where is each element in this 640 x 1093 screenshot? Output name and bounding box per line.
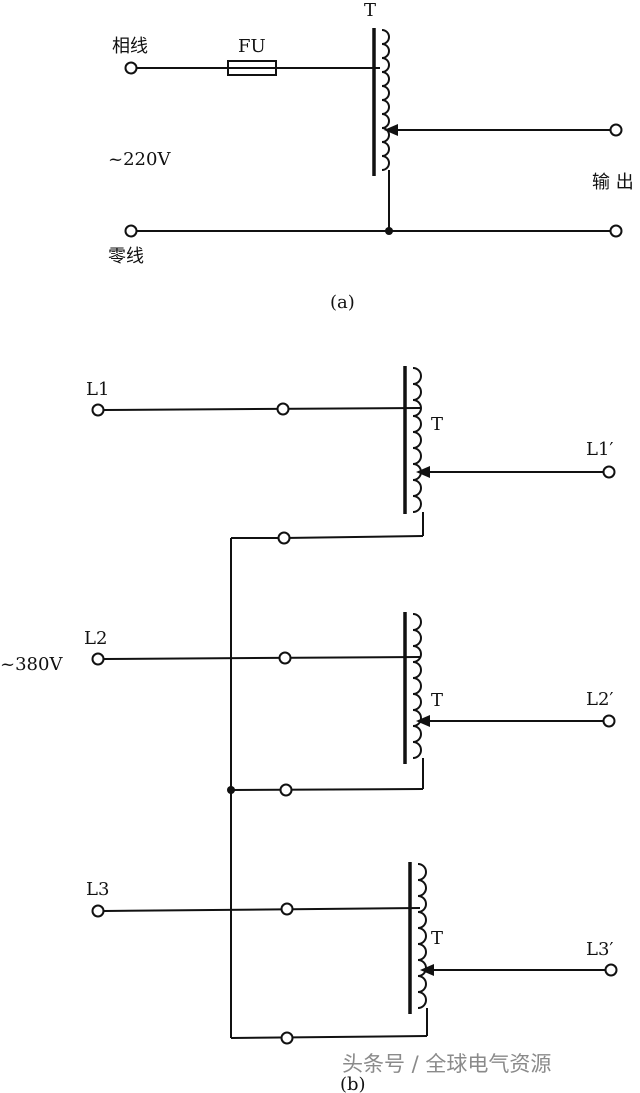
l3-output-terminal <box>604 963 618 977</box>
slider-arrow-a <box>384 124 398 136</box>
diagram-b: L1 L2 L3 L1′ L2′ L3′ ~380V T T T (b) <box>0 366 618 1093</box>
l3-mid-terminal <box>280 902 294 916</box>
input-label-l1: L1 <box>86 379 109 400</box>
winding-return-2 <box>230 788 424 791</box>
neutral-line-label: 零线 <box>108 246 144 267</box>
slider-arrow-3 <box>420 964 434 976</box>
l3-return-terminal <box>280 1031 294 1045</box>
watermark-text: 头条号 / 全球电气资源 <box>342 1052 551 1076</box>
transformer-label-b3: T <box>431 928 443 949</box>
diagram-a: 相线 FU T ~220V 输 出 零线 (a) <box>108 0 634 313</box>
output-terminal <box>609 123 623 137</box>
phase-terminal <box>124 61 138 75</box>
voltage-label-a: ~220V <box>108 149 171 170</box>
input-label-l3: L3 <box>86 879 109 900</box>
transformer-winding-a <box>381 29 390 171</box>
slider-arrow-2 <box>416 715 430 727</box>
junction-a <box>385 227 393 235</box>
output-label: 输 出 <box>592 172 634 193</box>
l1-output-terminal <box>602 465 616 479</box>
transformer-label-a: T <box>364 0 376 21</box>
l2-input-wire <box>103 656 421 660</box>
l2-mid-terminal <box>278 651 292 665</box>
output-neutral-terminal <box>609 224 623 238</box>
l2-input-terminal <box>91 652 105 666</box>
output-label-l2: L2′ <box>586 689 614 710</box>
l1-mid-terminal <box>276 402 290 416</box>
neutral-terminal <box>124 224 138 238</box>
transformer-unit-2 <box>91 612 616 797</box>
winding-return-1 <box>283 535 424 539</box>
transformer-unit-1 <box>91 366 616 545</box>
caption-b: (b) <box>340 1074 366 1093</box>
l2-output-terminal <box>602 714 616 728</box>
input-label-l2: L2 <box>84 628 107 649</box>
transformer-winding-2 <box>412 613 422 759</box>
transformer-winding-3 <box>417 863 427 1009</box>
l3-input-wire <box>103 907 421 912</box>
caption-a: (a) <box>330 292 355 313</box>
slider-arrow-1 <box>416 466 430 478</box>
l1-return-terminal <box>277 531 291 545</box>
voltage-label-b: ~380V <box>0 654 63 675</box>
transformer-unit-3 <box>91 862 618 1045</box>
output-label-l1: L1′ <box>586 439 614 460</box>
l1-input-terminal <box>91 403 105 417</box>
transformer-winding-1 <box>412 367 422 513</box>
l3-input-terminal <box>91 904 105 918</box>
transformer-label-b1: T <box>431 414 443 435</box>
l2-return-terminal <box>279 783 293 797</box>
transformer-label-b2: T <box>431 690 443 711</box>
l1-input-wire <box>103 407 421 411</box>
winding-return-3 <box>230 1035 428 1039</box>
phase-line-label: 相线 <box>112 36 148 57</box>
output-label-l3: L3′ <box>586 939 614 960</box>
fuse-label: FU <box>238 36 266 57</box>
